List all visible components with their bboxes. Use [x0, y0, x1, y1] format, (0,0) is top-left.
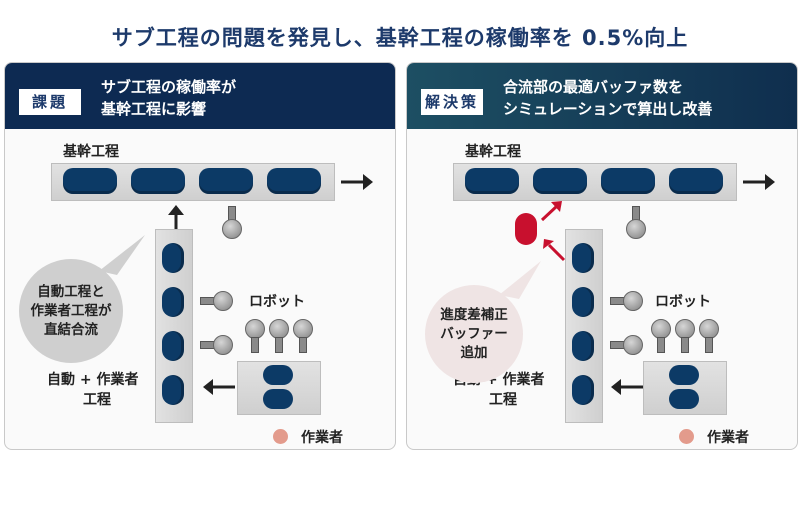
arrow-right-icon — [743, 174, 775, 190]
workpiece — [533, 168, 587, 194]
solution-panel-header: 解決策 合流部の最適バッファ数を シミュレーションで算出し改善 — [407, 63, 797, 129]
robot-arm-icon — [275, 337, 283, 353]
problem-heading-line2: 基幹工程に影響 — [101, 100, 207, 118]
workpiece — [199, 168, 253, 194]
problem-heading-line1: サブ工程の稼働率が — [101, 78, 237, 96]
workpiece — [669, 168, 723, 194]
problem-panel: 課題 サブ工程の稼働率が 基幹工程に影響 基幹工程 ロボット 自動 + — [4, 62, 396, 450]
workpiece — [572, 375, 594, 405]
workpiece — [263, 389, 293, 409]
robot-arm-icon — [251, 337, 259, 353]
robot-arm-icon — [705, 337, 713, 353]
solution-callout: 進度差補正 バッファー 追加 — [425, 285, 523, 383]
workpiece — [669, 365, 699, 385]
robot-arm-icon — [293, 319, 313, 339]
robot-arm-icon — [623, 291, 643, 311]
worker-label: 作業者 — [707, 430, 749, 446]
robot-label: ロボット — [249, 294, 305, 310]
main-line-label: 基幹工程 — [465, 144, 521, 160]
robot-arm-icon — [626, 219, 646, 239]
robot-arm-icon — [675, 319, 695, 339]
workpiece — [63, 168, 117, 194]
worker-marker-icon — [273, 429, 288, 444]
solution-callout-line3: 追加 — [460, 344, 488, 361]
page-title: サブ工程の問題を発見し、基幹工程の稼働率を 0.5%向上 — [111, 26, 689, 50]
buffer-marker — [515, 213, 537, 245]
workpiece — [572, 331, 594, 361]
sub-line-label-line2: 工程 — [83, 392, 111, 408]
red-arrow-icon — [540, 201, 562, 222]
workpiece — [162, 287, 184, 317]
arrow-right-icon — [341, 174, 373, 190]
main-line-label: 基幹工程 — [63, 144, 119, 160]
problem-callout-line2: 作業者工程が — [30, 302, 112, 319]
workpiece — [572, 287, 594, 317]
sub-line-label-line1: 自動 + 作業者 — [47, 372, 139, 388]
worker-marker-icon — [679, 429, 694, 444]
arrow-left-icon — [203, 379, 235, 395]
red-arrow-icon — [543, 239, 566, 262]
workpiece — [263, 365, 293, 385]
solution-tag: 解決策 — [421, 89, 483, 115]
workpiece — [465, 168, 519, 194]
problem-callout: 自動工程と 作業者工程が 直結合流 — [19, 259, 123, 363]
sub-line-label-line2: 工程 — [489, 392, 517, 408]
robot-arm-icon — [681, 337, 689, 353]
solution-heading-line2: シミュレーションで算出し改善 — [503, 100, 713, 118]
workpiece — [131, 168, 185, 194]
solution-callout-line1: 進度差補正 — [440, 306, 508, 323]
workpiece — [162, 375, 184, 405]
solution-panel: 解決策 合流部の最適バッファ数を シミュレーションで算出し改善 基幹工程 ロボッ… — [406, 62, 798, 450]
robot-arm-icon — [269, 319, 289, 339]
solution-heading-line1: 合流部の最適バッファ数を — [503, 78, 684, 96]
bubble-tail — [499, 261, 541, 299]
robot-arm-icon — [222, 219, 242, 239]
arrow-left-icon — [611, 379, 643, 395]
workpiece — [162, 243, 184, 273]
workpiece — [669, 389, 699, 409]
problem-panel-header: 課題 サブ工程の稼働率が 基幹工程に影響 — [5, 63, 395, 129]
problem-callout-line1: 自動工程と — [37, 283, 105, 300]
workpiece — [572, 243, 594, 273]
robot-arm-icon — [623, 335, 643, 355]
workpiece — [601, 168, 655, 194]
robot-arm-icon — [699, 319, 719, 339]
robot-arm-icon — [213, 291, 233, 311]
robot-arm-icon — [213, 335, 233, 355]
workpiece — [267, 168, 321, 194]
workpiece — [162, 331, 184, 361]
bubble-tail — [99, 235, 145, 275]
solution-callout-line2: バッファー — [440, 325, 508, 342]
worker-label: 作業者 — [301, 430, 343, 446]
robot-arm-icon — [299, 337, 307, 353]
robot-label: ロボット — [655, 294, 711, 310]
problem-tag: 課題 — [19, 89, 81, 115]
problem-callout-line3: 直結合流 — [44, 321, 98, 338]
robot-arm-icon — [651, 319, 671, 339]
robot-arm-icon — [245, 319, 265, 339]
robot-arm-icon — [657, 337, 665, 353]
